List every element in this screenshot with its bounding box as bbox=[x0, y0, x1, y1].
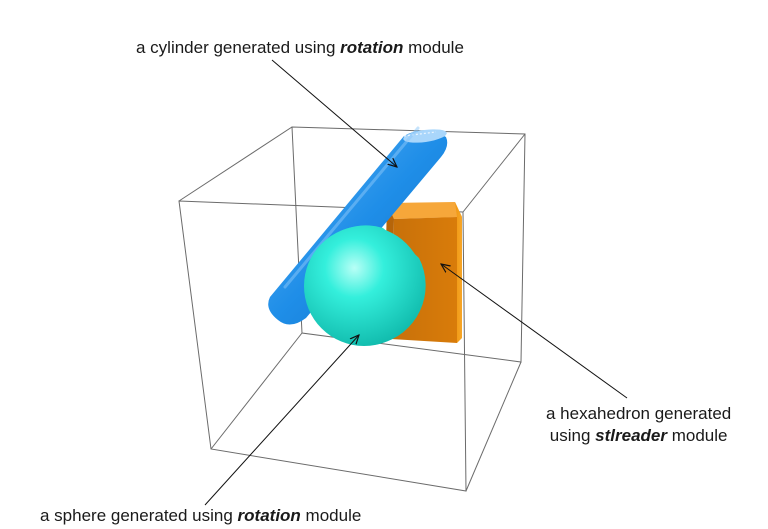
hexahedron-module-name: stlreader bbox=[595, 426, 667, 445]
hexahedron-annotation-line2-suffix: module bbox=[666, 426, 728, 445]
cylinder-annotation-prefix: a cylinder generated using bbox=[136, 38, 341, 57]
hexahedron-annotation: a hexahedron generated using stlreader m… bbox=[546, 403, 731, 447]
hexahedron-arrow bbox=[441, 264, 628, 399]
cylinder-module-name: rotation bbox=[340, 38, 404, 57]
sphere-annotation: a sphere generated using rotation module bbox=[40, 505, 361, 527]
hexahedron-annotation-line2-prefix: using bbox=[549, 426, 596, 445]
cylinder-annotation-suffix: module bbox=[403, 38, 464, 57]
sphere-arrow bbox=[204, 335, 359, 506]
cylinder-arrow bbox=[271, 59, 397, 167]
sphere-module-name: rotation bbox=[237, 506, 301, 525]
sphere-annotation-suffix: module bbox=[300, 506, 362, 525]
sphere-annotation-prefix: a sphere generated using bbox=[40, 506, 238, 525]
cylinder-annotation: a cylinder generated using rotation modu… bbox=[136, 37, 464, 59]
sphere-shape bbox=[304, 225, 426, 346]
hexahedron-annotation-line1: a hexahedron generated bbox=[546, 404, 732, 423]
hexahedron-annotation-line2: using stlreader module bbox=[546, 425, 731, 447]
annotation-arrows bbox=[204, 59, 628, 506]
